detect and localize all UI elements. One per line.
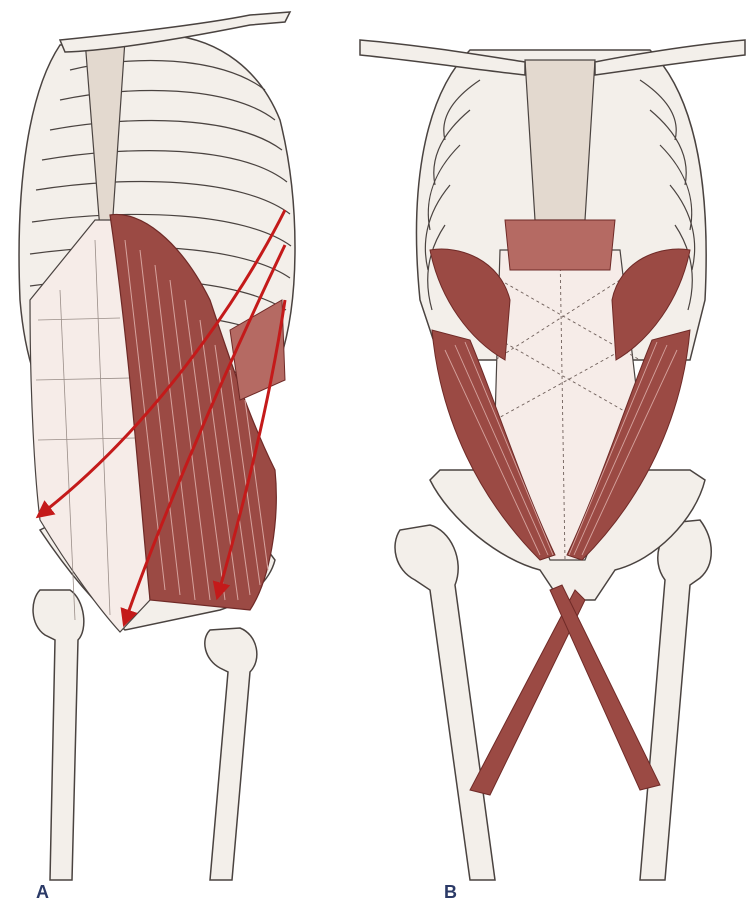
- panel-a-illustration: [19, 12, 295, 880]
- femur-icon: [33, 590, 257, 880]
- panel-b-illustration: [360, 40, 745, 880]
- panel-label-a: A: [36, 882, 49, 903]
- panel-label-b: B: [444, 882, 457, 903]
